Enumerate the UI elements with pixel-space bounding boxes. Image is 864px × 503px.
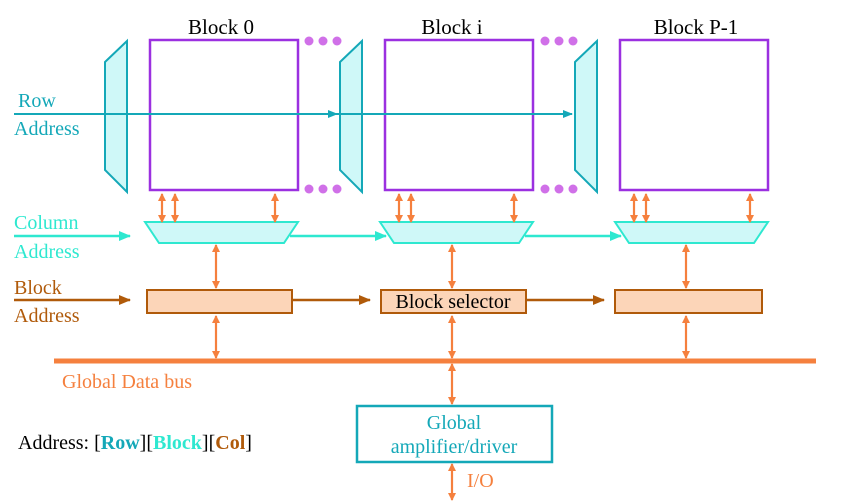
row-decoder (574, 38, 598, 195)
row-decoder (104, 38, 128, 195)
row-address-label: Address (14, 118, 80, 140)
block-address-label: Address (14, 305, 80, 327)
block-title: Block 0 (188, 15, 254, 39)
address-col-field: Col (215, 432, 245, 454)
block-selector-label: Block selector (396, 291, 511, 313)
memory-array-block-p-1 (618, 38, 770, 192)
column-mux (143, 221, 300, 244)
column-mux (613, 221, 770, 244)
global-amplifier-driver (355, 404, 554, 464)
row-address-label: Row (18, 90, 56, 112)
io-label: I/O (467, 470, 494, 492)
column-address-label: Address (14, 241, 80, 263)
address-row-field: Row (101, 432, 140, 454)
bidirectional-arrows (158, 193, 754, 501)
column-address-label: Column (14, 212, 78, 234)
block-selector (146, 289, 293, 314)
amplifier-label: Global (427, 412, 482, 434)
address-prefix: Address: (18, 432, 94, 454)
block-selector (380, 289, 527, 314)
global-data-bus-label: Global Data bus (62, 371, 192, 393)
ellipsis-dots (304, 36, 578, 194)
row-decoder (339, 38, 363, 195)
address-block-field: Block (153, 432, 203, 454)
block-selector (614, 289, 763, 314)
amplifier-label: amplifier/driver (391, 436, 518, 458)
block-address-label: Block (14, 277, 62, 299)
block-title: Block P-1 (654, 15, 739, 39)
address-format: Address: [Row][Block][Col] (18, 432, 252, 454)
column-mux (378, 221, 535, 244)
block-title: Block i (421, 15, 482, 39)
